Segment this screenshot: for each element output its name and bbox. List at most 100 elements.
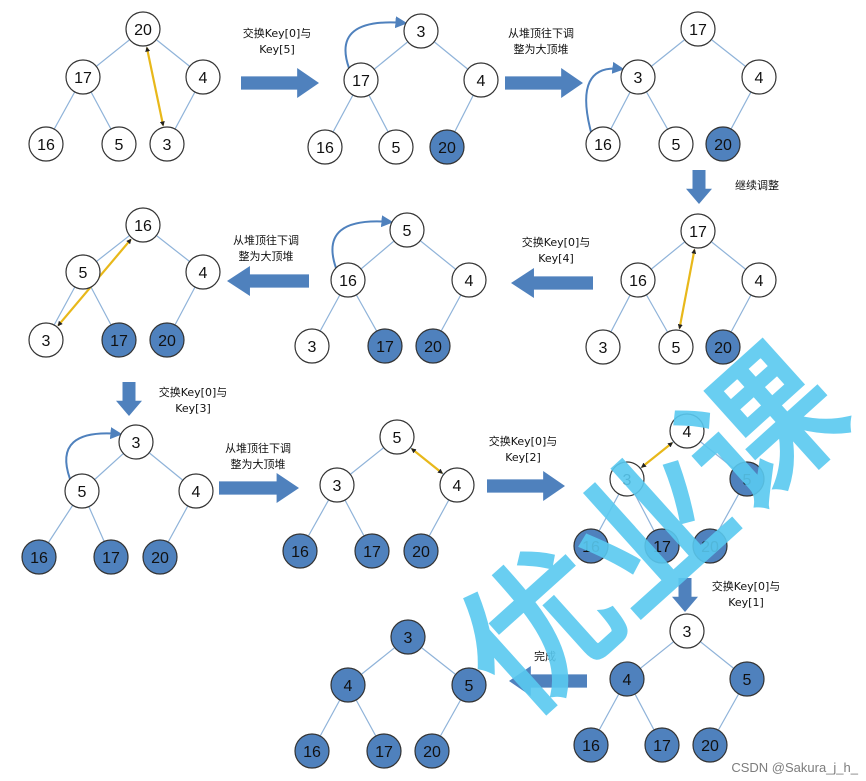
node-circle [669,613,705,649]
node-value: 20 [701,539,719,556]
credit-text: CSDN @Sakura_j_h_ [731,760,858,775]
heap-node: 20 [125,11,161,47]
node-value: 16 [582,539,600,556]
heap-node: 20 [692,528,728,564]
heap-node: 4 [330,667,366,703]
node-value: 3 [404,630,413,647]
node-value: 4 [199,70,208,87]
node-circle [149,126,185,162]
step-block-arrow [511,268,593,298]
node-circle [343,62,379,98]
heap-node: 4 [669,413,705,449]
node-value: 20 [714,137,732,154]
node-value: 16 [291,544,309,561]
swap-arrow [677,248,697,330]
sorted-node-circle [294,733,330,769]
node-value: 5 [78,484,87,501]
node-value: 5 [743,472,752,489]
node-circle [609,461,645,497]
heap-node: 17 [680,11,716,47]
node-value: 20 [151,550,169,567]
node-value: 3 [42,333,51,350]
node-value: 5 [392,140,401,157]
sorted-node-circle [142,539,178,575]
heap-node: 5 [658,329,694,365]
step-label: 完成 [534,649,556,663]
sorted-node-circle [390,619,426,655]
sorted-node-circle [692,727,728,763]
heap-node: 16 [125,207,161,243]
node-circle [185,254,221,290]
node-circle [64,473,100,509]
heap-node: 17 [65,59,101,95]
step-block-arrow [686,170,712,204]
step-block-arrow [487,471,565,501]
node-value: 20 [438,140,456,157]
heap-node: 20 [429,129,465,165]
heap-node: 17 [644,528,680,564]
step-label: 交换Key[0]与 [243,26,312,40]
step-label: 从堆顶往下调 [508,26,574,40]
node-circle [118,424,154,460]
node-value: 20 [134,22,152,39]
node-value: 20 [412,544,430,561]
step-label: Key[2] [505,451,541,464]
node-value: 16 [134,218,152,235]
node-value: 4 [199,265,208,282]
heap-node: 4 [178,473,214,509]
node-circle [620,59,656,95]
heap-node: 5 [451,667,487,703]
sorted-node-circle [403,533,439,569]
sorted-node-circle [644,727,680,763]
node-value: 20 [701,738,719,755]
sorted-node-circle [282,533,318,569]
node-value: 4 [477,73,486,90]
sorted-node-circle [705,329,741,365]
step-block-arrow [116,382,142,416]
heap-node: 16 [21,539,57,575]
node-value: 4 [453,478,462,495]
heap-node: 5 [389,212,425,248]
node-value: 17 [110,333,128,350]
node-circle [658,329,694,365]
node-value: 17 [653,539,671,556]
step-label: 交换Key[0]与 [712,579,781,593]
step-label: Key[4] [538,252,574,265]
heap-node: 3 [28,322,64,358]
node-circle [658,126,694,162]
node-value: 5 [403,223,412,240]
heap-node: 3 [620,59,656,95]
sift-curve-arrow [585,61,625,133]
node-circle [378,129,414,165]
node-circle [125,207,161,243]
heap-node: 4 [439,467,475,503]
node-value: 5 [115,137,124,154]
heap-node: 16 [330,262,366,298]
heap-node: 3 [319,467,355,503]
heap-node: 4 [451,262,487,298]
sorted-node-circle [93,539,129,575]
node-circle [463,62,499,98]
heap-node: 20 [142,539,178,575]
sorted-node-circle [573,528,609,564]
heap-node: 5 [729,461,765,497]
heap-node: 17 [354,533,390,569]
step-label: Key[1] [728,596,764,609]
step-block-arrow [227,266,309,296]
sorted-node-circle [367,328,403,364]
node-value: 17 [363,544,381,561]
heap-node: 4 [463,62,499,98]
heap-node: 17 [343,62,379,98]
heap-node: 16 [573,727,609,763]
node-value: 3 [333,478,342,495]
node-value: 17 [102,550,120,567]
node-value: 16 [316,140,334,157]
sorted-node-circle [354,533,390,569]
step-label: 继续调整 [735,178,779,192]
node-value: 5 [465,678,474,695]
heap-node: 16 [620,262,656,298]
heap-node: 20 [692,727,728,763]
node-value: 17 [352,73,370,90]
node-value: 3 [599,340,608,357]
heap-node: 17 [366,733,402,769]
